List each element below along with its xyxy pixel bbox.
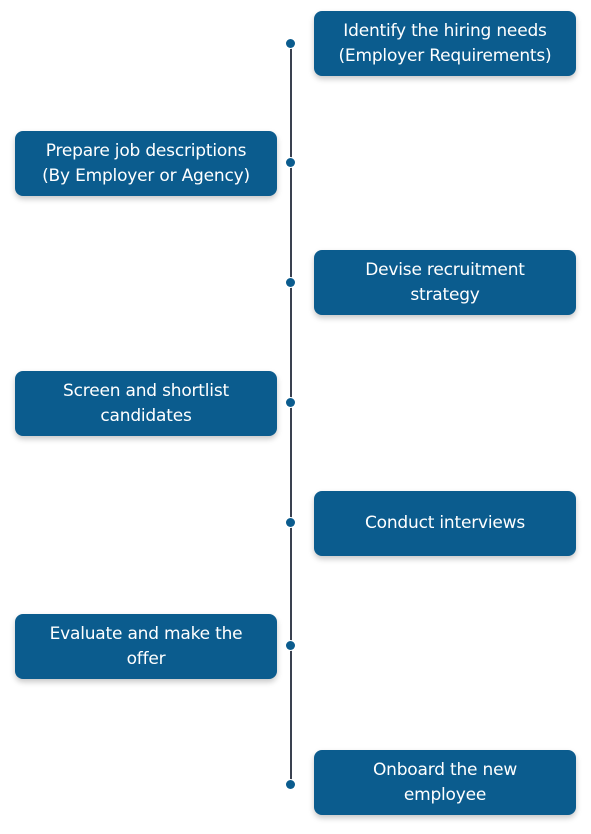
step-onboard-employee: Onboard the new employee: [314, 750, 576, 815]
step-screen-shortlist: Screen and shortlist candidates: [15, 371, 277, 436]
timeline-dot: [286, 641, 295, 650]
step-label: candidates: [100, 405, 192, 426]
step-label: Evaluate and make the: [49, 623, 243, 644]
step-label: strategy: [410, 284, 480, 305]
step-label: (By Employer or Agency): [42, 165, 250, 186]
timeline-dot: [286, 780, 295, 789]
timeline-dot: [286, 518, 295, 527]
step-label: Screen and shortlist: [63, 380, 229, 401]
timeline-line: [290, 43, 292, 785]
timeline-dot: [286, 398, 295, 407]
step-label: Conduct interviews: [364, 513, 526, 533]
timeline-dot: [286, 158, 295, 167]
step-label: Identify the hiring needs: [343, 20, 547, 41]
step-prepare-job-descriptions: Prepare job descriptions (By Employer or…: [15, 131, 277, 196]
step-devise-recruitment-strategy: Devise recruitment strategy: [314, 250, 576, 315]
step-conduct-interviews: Conduct interviews: [314, 491, 576, 556]
step-evaluate-offer: Evaluate and make the offer: [15, 614, 277, 679]
step-identify-hiring-needs: Identify the hiring needs (Employer Requ…: [314, 11, 576, 76]
step-label: Prepare job descriptions: [45, 140, 247, 161]
step-label: employee: [403, 784, 487, 805]
step-label: Onboard the new: [372, 759, 518, 780]
step-label: (Employer Requirements): [338, 45, 552, 66]
timeline-dot: [286, 278, 295, 287]
step-label: Devise recruitment: [365, 259, 525, 280]
timeline-dot: [286, 39, 295, 48]
step-label: offer: [126, 648, 166, 669]
